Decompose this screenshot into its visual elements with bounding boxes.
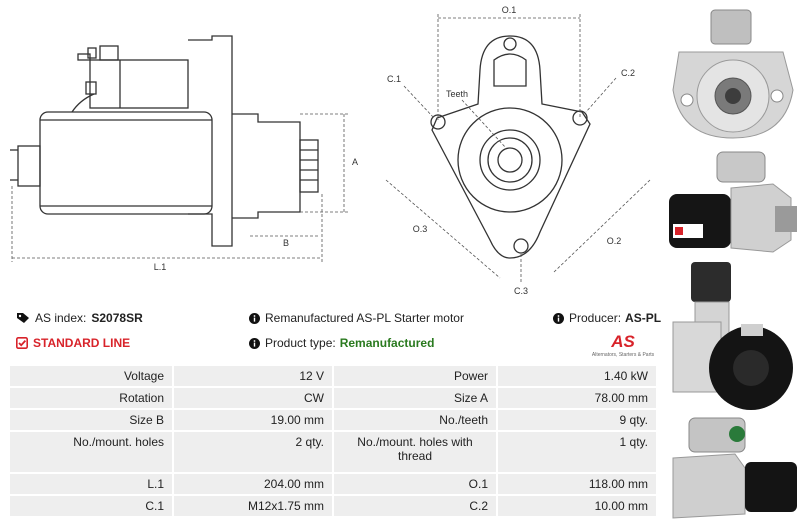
spec-label: Size B [10,410,172,430]
spec-value: 78.00 mm [498,388,656,408]
dim-label-o3: O.3 [413,224,428,234]
spec-value: 9 qty. [498,410,656,430]
product-type-value: Remanufactured [339,336,435,350]
table-row: Rotation CW Size A 78.00 mm [10,388,656,408]
dim-label-teeth: Teeth [446,89,468,99]
spec-label: C.2 [334,496,496,516]
front-view-dimensions [385,14,651,282]
dim-label-l1: L.1 [154,262,167,272]
product-photos [665,0,800,525]
description: Remanufactured AS-PL Starter motor [249,311,464,325]
dim-label-b: B [283,238,289,248]
table-row: C.1 M12x1.75 mm C.2 10.00 mm [10,496,656,516]
dim-label-c1: C.1 [387,74,401,84]
product-type-label: Product type: [265,336,336,350]
dim-label-c3: C.3 [514,286,528,296]
info-icon [553,312,564,324]
front-view-drawing [430,35,591,259]
spec-value: 19.00 mm [174,410,332,430]
spec-value: 2 qty. [174,432,332,472]
spec-value: CW [174,388,332,408]
as-index-label: AS index: [35,311,87,325]
specs-table: Voltage 12 V Power 1.40 kW Rotation CW S… [8,364,658,518]
producer-label: Producer: [569,311,622,325]
dim-label-o1: O.1 [502,5,517,15]
as-index: AS index: S2078SR [16,311,143,325]
info-icon [249,312,260,324]
spec-label: Voltage [10,366,172,386]
spec-label: No./mount. holes with thread [334,432,496,472]
spec-value: 204.00 mm [174,474,332,494]
spec-value: M12x1.75 mm [174,496,332,516]
technical-drawings: L.1 B A O.1 C.1 C.2 Teeth O.3 O.2 C.3 [10,5,651,296]
spec-label: C.1 [10,496,172,516]
photo-top-view[interactable] [665,414,800,522]
dim-label-a: A [352,157,358,167]
spec-value: 1.40 kW [498,366,656,386]
product-info: AS index: S2078SR Remanufactured AS-PL S… [12,306,661,362]
dim-label-o2: O.2 [607,236,622,246]
description-text: Remanufactured AS-PL Starter motor [265,311,464,325]
spec-label: Rotation [10,388,172,408]
logo-mark: AS Alternators, Starters & Parts [592,332,655,358]
svg-text:AS: AS [610,332,635,351]
table-row: No./mount. holes 2 qty. No./mount. holes… [10,432,656,472]
spec-label: Power [334,366,496,386]
info-icon [249,337,260,349]
side-view-drawing [10,35,319,247]
product-type: Product type: Remanufactured [249,336,434,350]
photo-side-view[interactable] [665,148,800,256]
side-view-dimensions [11,113,348,262]
table-row: L.1 204.00 mm O.1 118.00 mm [10,474,656,494]
tag-icon [17,313,29,323]
standard-line-badge: STANDARD LINE [16,336,130,350]
table-row: Size B 19.00 mm No./teeth 9 qty. [10,410,656,430]
photo-front-view[interactable] [665,4,800,144]
producer-value: AS-PL [625,311,662,325]
producer: Producer: AS-PL [553,311,661,325]
spec-label: No./mount. holes [10,432,172,472]
as-index-value: S2078SR [91,311,143,325]
checkbox-checked-icon [16,337,28,349]
photo-rear-view[interactable] [665,258,800,410]
spec-label: No./teeth [334,410,496,430]
dim-label-c2: C.2 [621,68,635,78]
as-pl-logo: AS Alternators, Starters & Parts [588,330,658,358]
spec-value: 12 V [174,366,332,386]
standard-line-text: STANDARD LINE [33,336,131,350]
spec-value: 118.00 mm [498,474,656,494]
table-row: Voltage 12 V Power 1.40 kW [10,366,656,386]
svg-text:Alternators, Starters & Parts: Alternators, Starters & Parts [592,352,655,358]
spec-label: O.1 [334,474,496,494]
spec-label: Size A [334,388,496,408]
spec-value: 1 qty. [498,432,656,472]
spec-label: L.1 [10,474,172,494]
spec-value: 10.00 mm [498,496,656,516]
